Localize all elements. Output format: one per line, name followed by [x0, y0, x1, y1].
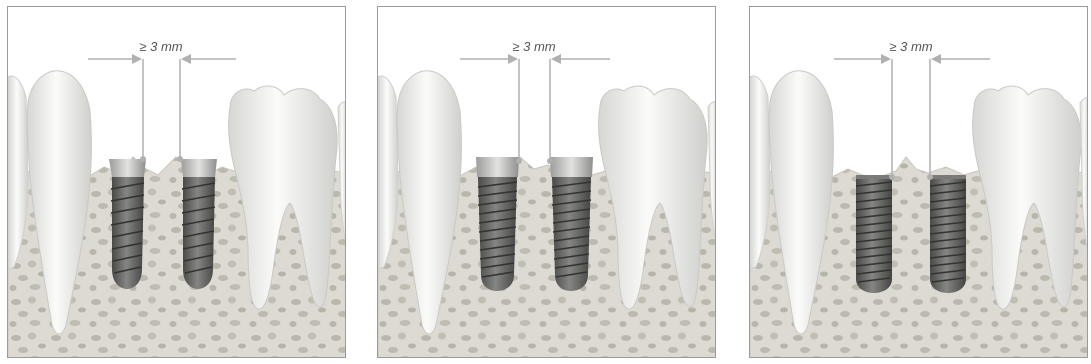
spacing-label: ≥ 3 mm [139, 39, 182, 54]
implant-diagram-2: ≥ 3 mm [378, 7, 716, 358]
implant-spacing-panel-2: ≥ 3 mm [377, 6, 716, 358]
spacing-label: ≥ 3 mm [889, 39, 932, 54]
dental-implant-left [476, 157, 519, 291]
spacing-dimension [834, 54, 990, 180]
spacing-label: ≥ 3 mm [512, 39, 555, 54]
dental-implant-right [550, 157, 593, 291]
dental-implant-right [930, 175, 966, 293]
implant-spacing-panel-1: ≥ 3 mm [7, 6, 346, 358]
dental-implant-left [109, 159, 146, 289]
implant-diagram-1: ≥ 3 mm [8, 7, 346, 358]
implant-diagram-3: ≥ 3 mm [750, 7, 1088, 358]
dental-implant-right [181, 159, 217, 289]
spacing-dimension [88, 54, 236, 162]
implant-spacing-panel-3: ≥ 3 mm [749, 6, 1088, 358]
spacing-dimension [460, 54, 610, 164]
dental-implant-left [856, 175, 892, 293]
